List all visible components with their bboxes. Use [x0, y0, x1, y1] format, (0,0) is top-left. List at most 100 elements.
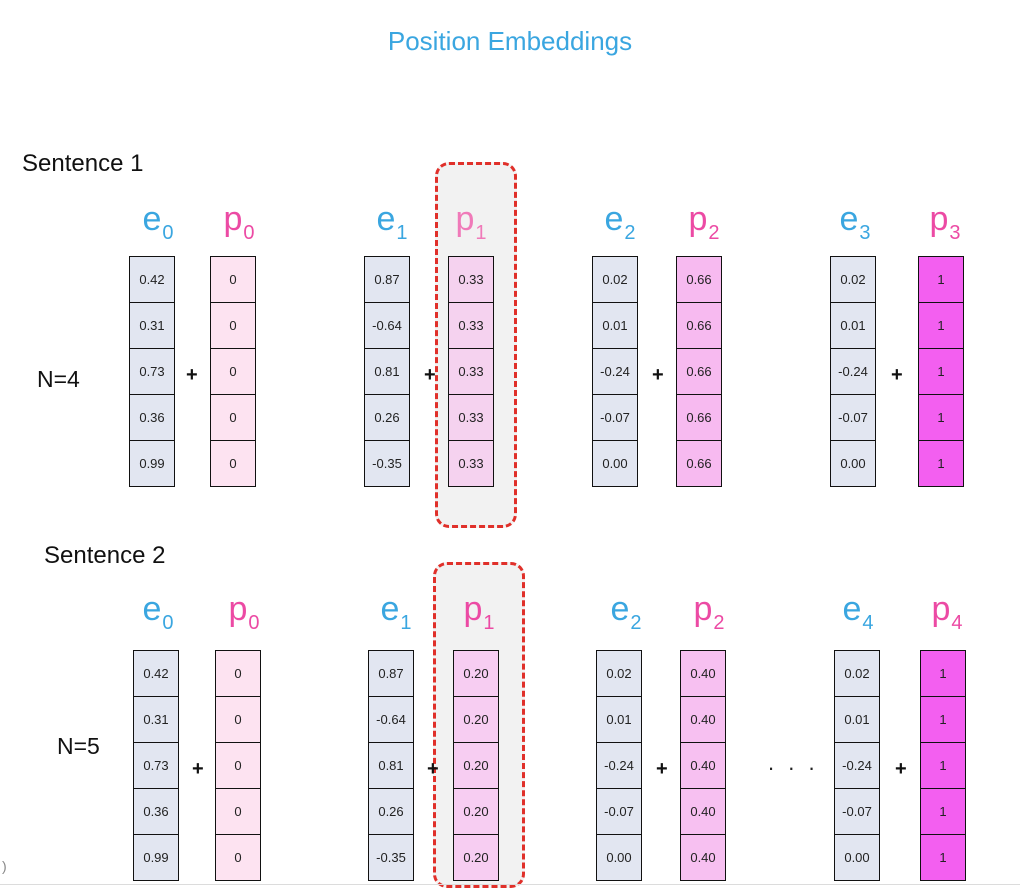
p0-label: p0 — [228, 590, 260, 634]
e1-label: e1 — [376, 200, 408, 244]
ellipsis: . . . — [768, 750, 819, 775]
p0-cell: 0 — [215, 650, 261, 697]
e1-label: e1 — [380, 590, 412, 634]
p4-cell: 1 — [920, 788, 966, 835]
sentence-2-n-label: N=5 — [57, 733, 100, 759]
page-title: Position Embeddings — [387, 26, 633, 56]
e2-cell: 0.01 — [592, 302, 638, 349]
p2-cell: 0.40 — [680, 834, 726, 881]
plus-sign: + — [186, 364, 198, 386]
e0-cell: 0.73 — [133, 742, 179, 789]
plus-sign: + — [895, 758, 907, 780]
p1-cell: 0.33 — [448, 394, 494, 441]
p3-cell: 1 — [918, 394, 964, 441]
e1-cell: -0.35 — [364, 440, 410, 487]
e2-cell: 0.02 — [592, 256, 638, 303]
e1-cell: 0.81 — [364, 348, 410, 395]
plus-sign: + — [891, 364, 903, 386]
p1-label: p1 — [455, 200, 487, 244]
p4-label: p4 — [931, 590, 963, 634]
e0-label: e0 — [142, 200, 174, 244]
e4-cell: 0.02 — [834, 650, 880, 697]
p0-cell: 0 — [210, 394, 256, 441]
p1-label: p1 — [463, 590, 495, 634]
e0-cell: 0.31 — [129, 302, 175, 349]
e1-cell: 0.26 — [364, 394, 410, 441]
e4-cell: -0.07 — [834, 788, 880, 835]
sentence-2-label: Sentence 2 — [44, 542, 166, 569]
p1-cell: 0.20 — [453, 696, 499, 743]
p1-cell: 0.33 — [448, 302, 494, 349]
e1-cell: 0.87 — [364, 256, 410, 303]
e2-cell: -0.07 — [592, 394, 638, 441]
p0-cell: 0 — [210, 348, 256, 395]
e1-cell: 0.26 — [368, 788, 414, 835]
e1-cell: 0.87 — [368, 650, 414, 697]
p2-cell: 0.66 — [676, 440, 722, 487]
p3-cell: 1 — [918, 348, 964, 395]
p2-cell: 0.66 — [676, 348, 722, 395]
e0-cell: 0.36 — [129, 394, 175, 441]
e0-cell: 0.73 — [129, 348, 175, 395]
e3-cell: 0.00 — [830, 440, 876, 487]
p2-cell: 0.40 — [680, 696, 726, 743]
plus-sign: + — [652, 364, 664, 386]
e2-cell: 0.02 — [596, 650, 642, 697]
plus-sign: + — [656, 758, 668, 780]
plus-sign: + — [424, 364, 436, 386]
e3-cell: -0.24 — [830, 348, 876, 395]
p1-cell: 0.33 — [448, 256, 494, 303]
p4-cell: 1 — [920, 834, 966, 881]
p1-cell: 0.33 — [448, 348, 494, 395]
p0-cell: 0 — [215, 834, 261, 881]
e4-cell: 0.01 — [834, 696, 880, 743]
p2-cell: 0.40 — [680, 788, 726, 835]
p2-cell: 0.66 — [676, 302, 722, 349]
bottom-divider — [0, 884, 1020, 885]
p2-cell: 0.66 — [676, 394, 722, 441]
p2-cell: 0.66 — [676, 256, 722, 303]
p2-cell: 0.40 — [680, 742, 726, 789]
e2-cell: -0.24 — [596, 742, 642, 789]
e1-cell: -0.64 — [368, 696, 414, 743]
p2-cell: 0.40 — [680, 650, 726, 697]
e3-cell: -0.07 — [830, 394, 876, 441]
p3-cell: 1 — [918, 256, 964, 303]
e4-cell: 0.00 — [834, 834, 880, 881]
p1-cell: 0.20 — [453, 834, 499, 881]
p0-cell: 0 — [210, 440, 256, 487]
e0-label: e0 — [142, 590, 174, 634]
e2-cell: 0.00 — [592, 440, 638, 487]
plus-sign: + — [427, 758, 439, 780]
p0-cell: 0 — [210, 302, 256, 349]
p3-label: p3 — [929, 200, 961, 244]
e2-label: e2 — [604, 200, 636, 244]
p3-cell: 1 — [918, 302, 964, 349]
p0-cell: 0 — [210, 256, 256, 303]
e2-cell: 0.00 — [596, 834, 642, 881]
e0-cell: 0.42 — [129, 256, 175, 303]
p1-cell: 0.20 — [453, 788, 499, 835]
p1-cell: 0.20 — [453, 650, 499, 697]
edge-mark: ) — [2, 858, 7, 874]
p0-cell: 0 — [215, 742, 261, 789]
p1-cell: 0.33 — [448, 440, 494, 487]
p0-cell: 0 — [215, 788, 261, 835]
e0-cell: 0.42 — [133, 650, 179, 697]
p4-cell: 1 — [920, 650, 966, 697]
e1-cell: -0.64 — [364, 302, 410, 349]
e0-cell: 0.99 — [129, 440, 175, 487]
